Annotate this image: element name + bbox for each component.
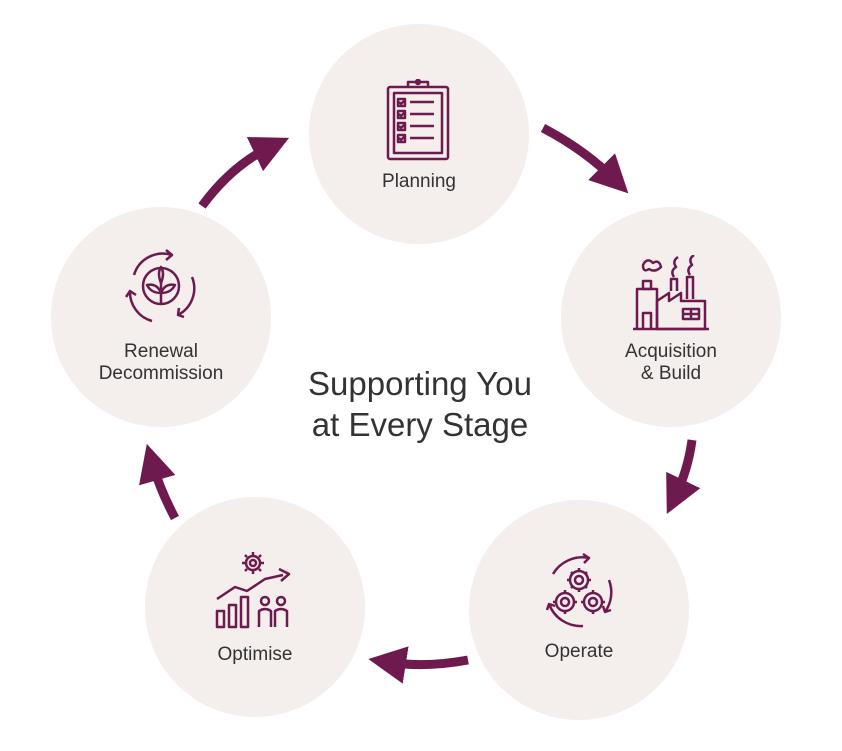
arrow-operate-to-optimise xyxy=(368,646,469,684)
stage-acquisition-build: Acquisition & Build xyxy=(561,207,781,427)
stage-label-optimise: Optimise xyxy=(217,644,293,665)
arrow-optimise-to-renewal xyxy=(139,443,179,521)
diagram-title-line2: at Every Stage xyxy=(311,406,529,443)
stage-label-renewal-line2: Decommission xyxy=(98,363,224,384)
diagram-title: Supporting You at Every Stage xyxy=(250,363,590,445)
stage-label-acquisition: Acquisition & Build xyxy=(561,341,781,385)
diagram-title-line1: Supporting You xyxy=(308,365,532,402)
stage-operate: Operate xyxy=(469,500,689,720)
stage-planning: Planning xyxy=(309,24,529,244)
factory-icon xyxy=(633,255,709,331)
stage-label-planning: Planning xyxy=(382,171,456,192)
arrow-renewal-to-planning xyxy=(198,137,290,209)
stage-label-renewal: Renewal Decommission xyxy=(51,341,271,385)
stage-label-acquisition-line2: & Build xyxy=(640,363,702,384)
recycle-plant-icon xyxy=(124,249,196,323)
stage-label-operate: Operate xyxy=(544,641,614,662)
clipboard-checklist-icon xyxy=(386,79,450,161)
stage-label-acquisition-line1: Acquisition xyxy=(625,341,717,362)
stage-renewal-decommission: Renewal Decommission xyxy=(51,207,271,427)
arrow-planning-to-acquisition xyxy=(540,124,629,194)
stage-label-renewal-line1: Renewal xyxy=(124,341,198,362)
stage-optimise: Optimise xyxy=(145,497,365,717)
arrow-acquisition-to-operate xyxy=(666,439,701,515)
gears-cycle-icon xyxy=(545,552,613,628)
growth-chart-gear-icon xyxy=(215,552,291,629)
